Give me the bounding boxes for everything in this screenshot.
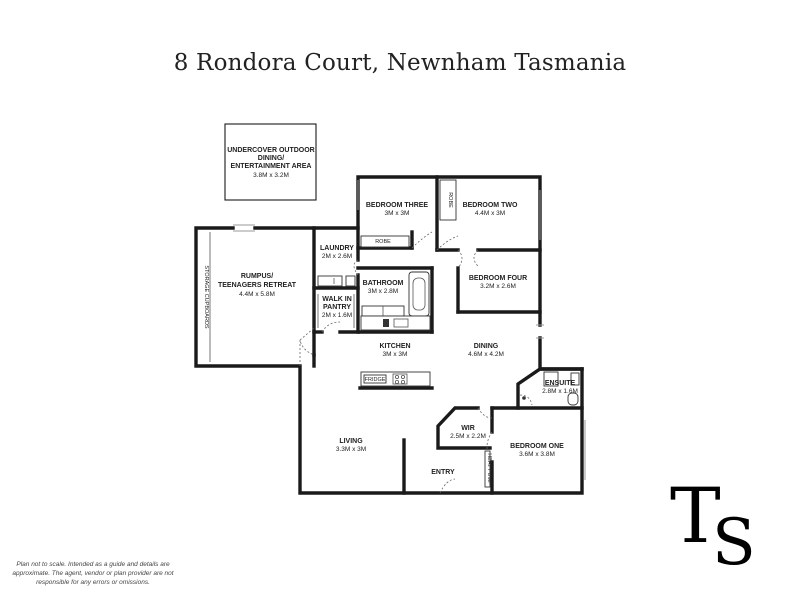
room-rumpus: RUMPUS/ TEENAGERS RETREAT 4.4M x 5.8M bbox=[218, 273, 297, 298]
svg-text:4.4M x 3M: 4.4M x 3M bbox=[475, 210, 505, 217]
room-laundry: LAUNDRY 2M x 2.6M bbox=[320, 245, 354, 260]
room-bathroom: BATHROOM 3M x 2.8M bbox=[363, 280, 404, 295]
svg-text:UNDERCOVER OUTDOOR: UNDERCOVER OUTDOOR bbox=[227, 147, 315, 154]
room-ensuite: ENSUITE 2.8M x 1.6M bbox=[542, 380, 578, 395]
svg-text:DINING: DINING bbox=[474, 343, 499, 350]
svg-text:PANTRY: PANTRY bbox=[323, 304, 351, 311]
logo-letter-t: T bbox=[670, 471, 721, 560]
svg-text:3M x 3M: 3M x 3M bbox=[383, 351, 408, 358]
svg-text:2M x 2.6M: 2M x 2.6M bbox=[322, 253, 352, 260]
robe-vertical-label: ROBE bbox=[447, 192, 453, 208]
room-dining: DINING 4.6M x 4.2M bbox=[468, 343, 504, 358]
room-labels: UNDERCOVER OUTDOOR DINING/ ENTERTAINMENT… bbox=[218, 147, 578, 476]
svg-text:RUMPUS/: RUMPUS/ bbox=[241, 273, 273, 280]
svg-text:4.4M x 5.8M: 4.4M x 5.8M bbox=[239, 291, 275, 298]
fridge-label: FRIDGE bbox=[365, 377, 386, 383]
room-bedroom-three: BEDROOM THREE 3M x 3M bbox=[366, 202, 429, 217]
bathtub bbox=[408, 271, 430, 317]
svg-text:ENSUITE: ENSUITE bbox=[545, 380, 576, 387]
outdoor-area-outline bbox=[224, 123, 317, 201]
svg-text:KITCHEN: KITCHEN bbox=[379, 343, 410, 350]
svg-text:3.2M x 2.6M: 3.2M x 2.6M bbox=[480, 283, 516, 290]
svg-text:BEDROOM THREE: BEDROOM THREE bbox=[366, 202, 429, 209]
svg-text:LAUNDRY: LAUNDRY bbox=[320, 245, 354, 252]
room-bedroom-one: BEDROOM ONE 3.6M x 3.8M bbox=[510, 443, 564, 458]
room-entry: ENTRY bbox=[431, 469, 455, 476]
svg-text:3.6M x 3.8M: 3.6M x 3.8M bbox=[519, 451, 555, 458]
svg-text:BEDROOM TWO: BEDROOM TWO bbox=[463, 202, 518, 209]
svg-text:3M x 2.8M: 3M x 2.8M bbox=[368, 288, 398, 295]
svg-text:WIR: WIR bbox=[461, 425, 475, 432]
room-living: LIVING 3.3M x 3M bbox=[336, 438, 366, 453]
heat-pump-label: HEAT PUMP bbox=[486, 453, 492, 485]
disclaimer: Plan not to scale. Intended as a guide a… bbox=[12, 561, 174, 586]
ensuite-toilet bbox=[567, 392, 579, 406]
svg-text:3.8M x 3.2M: 3.8M x 3.2M bbox=[253, 172, 289, 179]
ts-logo: T S bbox=[670, 471, 756, 570]
svg-text:3.3M x 3M: 3.3M x 3M bbox=[336, 446, 366, 453]
svg-text:2.5M x 2.2M: 2.5M x 2.2M bbox=[450, 433, 486, 440]
fixture-labels: ROBE ROBE STORAGE CUPBOARDS FRIDGE HEAT … bbox=[203, 192, 492, 485]
room-kitchen: KITCHEN 3M x 3M bbox=[379, 343, 410, 358]
svg-text:TEENAGERS RETREAT: TEENAGERS RETREAT bbox=[218, 282, 297, 289]
svg-text:DINING/: DINING/ bbox=[258, 155, 285, 162]
ensuite-shower bbox=[543, 371, 559, 387]
fixtures bbox=[209, 179, 580, 488]
svg-text:LIVING: LIVING bbox=[339, 438, 363, 445]
svg-text:BEDROOM ONE: BEDROOM ONE bbox=[510, 443, 564, 450]
room-bedroom-two: BEDROOM TWO 4.4M x 3M bbox=[463, 202, 518, 217]
room-bedroom-four: BEDROOM FOUR 3.2M x 2.6M bbox=[469, 275, 527, 290]
doors bbox=[299, 231, 533, 494]
robe-label: ROBE bbox=[375, 239, 391, 245]
svg-text:ENTERTAINMENT AREA: ENTERTAINMENT AREA bbox=[231, 163, 312, 170]
interior-walls bbox=[312, 175, 584, 495]
windows bbox=[233, 180, 586, 480]
svg-text:2M x 1.6M: 2M x 1.6M bbox=[322, 312, 352, 319]
plan-title: 8 Rondora Court, Newnham Tasmania bbox=[173, 50, 627, 76]
svg-text:BATHROOM: BATHROOM bbox=[363, 280, 404, 287]
storage-label: STORAGE CUPBOARDS bbox=[203, 265, 209, 328]
room-outdoor: UNDERCOVER OUTDOOR DINING/ ENTERTAINMENT… bbox=[227, 147, 315, 179]
svg-text:4.6M x 4.2M: 4.6M x 4.2M bbox=[468, 351, 504, 358]
svg-text:3M x 3M: 3M x 3M bbox=[385, 210, 410, 217]
svg-text:ENTRY: ENTRY bbox=[431, 469, 455, 476]
logo-letter-s: S bbox=[712, 506, 756, 570]
svg-text:WALK IN: WALK IN bbox=[322, 296, 352, 303]
room-pantry: WALK IN PANTRY 2M x 1.6M bbox=[322, 296, 352, 319]
svg-text:2.8M x 1.6M: 2.8M x 1.6M bbox=[542, 388, 578, 395]
svg-text:BEDROOM FOUR: BEDROOM FOUR bbox=[469, 275, 527, 282]
room-wir: WIR 2.5M x 2.2M bbox=[450, 425, 486, 440]
laundry-sink bbox=[317, 275, 343, 287]
